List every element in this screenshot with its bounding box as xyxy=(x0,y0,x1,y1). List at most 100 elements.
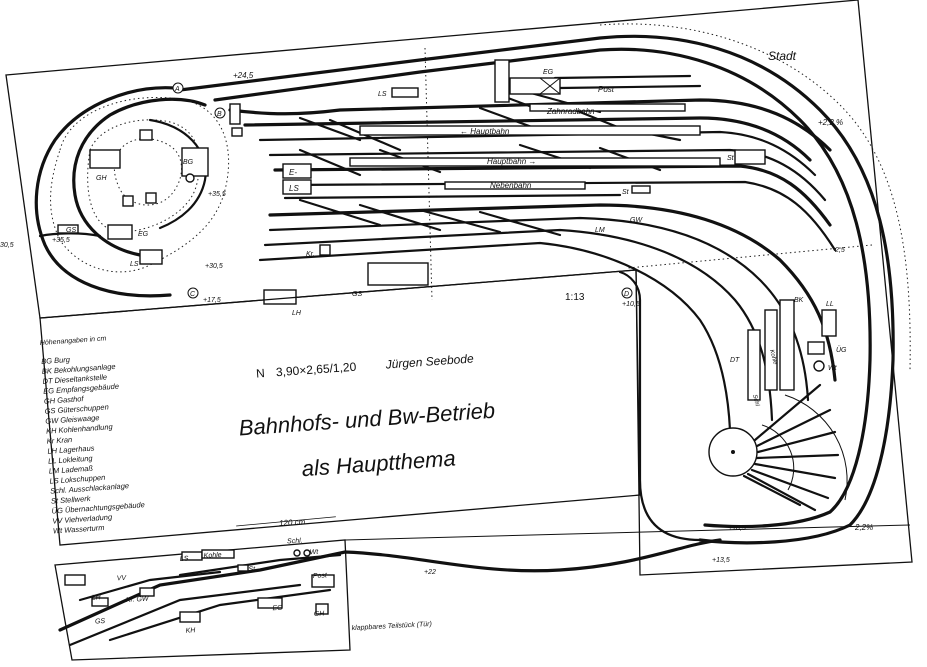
inset-folding-part: klappbares Teilstück (Tür) xyxy=(352,621,433,632)
inset-ls: LS xyxy=(180,556,189,563)
inset-kohle: Kohle xyxy=(204,552,222,560)
bld-bg: BG xyxy=(183,159,194,166)
bld-ls-top: LS xyxy=(378,91,387,98)
legend-item: DT Dieseltankstelle xyxy=(42,372,107,385)
legend-heading: Höhenangaben in cm xyxy=(40,335,107,347)
legend-item: St Stellwerk xyxy=(51,494,92,506)
bld-gs: GS xyxy=(352,291,362,298)
legend-item: LM Lademaß xyxy=(49,464,94,476)
legend-item: GH Gasthof xyxy=(44,394,85,406)
label-hauptbahn-east: Hauptbahn → xyxy=(487,157,536,166)
inset-eg: EG xyxy=(272,605,283,613)
bld-bk: BK xyxy=(794,297,804,304)
bld-lh: LH xyxy=(292,310,302,317)
legend-item: Kr Kran xyxy=(46,435,72,446)
svg-text:C: C xyxy=(190,291,196,298)
height-h6: +17,5 xyxy=(203,297,221,304)
bld-ls-hill: LS xyxy=(130,261,139,268)
turntable-depot xyxy=(708,299,848,512)
bld-eg-hill: EG xyxy=(138,231,149,238)
height-h1: +24,5 xyxy=(233,71,254,80)
height-h3: +35,5 xyxy=(52,237,70,244)
bld-ll: LL xyxy=(826,301,834,308)
legend-item: Wt Wasserturm xyxy=(53,523,105,536)
title-line2: als Hauptthema xyxy=(301,446,456,482)
label-hauptbahn-west: ← Hauptbahn xyxy=(460,127,510,136)
bld-gw: GW xyxy=(630,217,643,224)
label-post: Post xyxy=(598,85,615,94)
hill-area xyxy=(34,86,230,298)
label-stadt: Stadt xyxy=(768,49,797,63)
bld-gh: GH xyxy=(96,175,107,182)
legend-item: LS Lokschuppen xyxy=(49,473,105,486)
bld-ls-box: LS xyxy=(289,184,299,193)
spec-line: N 3,90×2,65/1,20 Jürgen Seebode xyxy=(256,351,475,380)
inset-post: Post xyxy=(313,572,328,580)
bld-wt: Wt xyxy=(828,365,838,372)
scale-label: 1:13 xyxy=(565,292,585,303)
title-line1: Bahnhofs- und Bw-Betrieb xyxy=(238,398,496,441)
inset-dimension: 120 cm xyxy=(279,517,306,527)
inset-kh: KH xyxy=(185,627,196,635)
label-zahnradbahn: Zahnradbahn xyxy=(546,107,595,116)
layout-title: Bahnhofs- und Bw-Betrieb als Hauptthema xyxy=(238,398,496,482)
bld-e-box: E- xyxy=(289,168,297,177)
inset-vv: VV xyxy=(117,575,128,583)
height-h9: +13,5 xyxy=(712,557,730,564)
marker-a: A xyxy=(172,82,184,94)
gradient-g3: 2,5 xyxy=(834,247,845,254)
legend: Höhenangaben in cm BG Burg BK Bekohlungs… xyxy=(40,335,145,536)
marker-d: D xyxy=(621,287,633,299)
station-buildings xyxy=(57,59,766,305)
inset-kr-gw: Kr. GW xyxy=(126,596,150,604)
inset-gs: GS xyxy=(95,618,106,626)
height-h5: +30,5 xyxy=(205,263,223,270)
bld-dt: DT xyxy=(730,357,740,364)
height-h7: +10,5 xyxy=(622,301,640,308)
marker-c: C xyxy=(187,287,199,299)
spec-gauge: N xyxy=(256,366,266,381)
outer-loop-tracks xyxy=(178,23,911,545)
platforms xyxy=(349,103,721,190)
inset-dimension-line xyxy=(236,516,336,527)
bld-kohle: Kohle xyxy=(768,349,778,366)
bld-lm: LM xyxy=(595,227,605,234)
spec-dimensions: 3,90×2,65/1,20 xyxy=(275,360,357,380)
bld-gs-hill: GS xyxy=(66,227,76,234)
height-h4: 30,5 xyxy=(0,242,14,249)
legend-item: GW Gleiswaage xyxy=(45,413,100,426)
legend-panel xyxy=(39,269,641,546)
inset-labels: 120 cm VV LH Kr. GW GS KH LS Kohle Schl.… xyxy=(92,516,433,635)
height-h10: +22 xyxy=(424,569,436,576)
svg-text:B: B xyxy=(217,111,222,118)
height-h8: +18,5 xyxy=(728,525,746,532)
inset-lh: LH xyxy=(92,594,102,602)
gradient-g2: 2,2% xyxy=(854,523,873,532)
inset-gh: GH xyxy=(314,610,326,618)
inset-wt: Wt xyxy=(309,549,319,556)
legend-item: GS Güterschuppen xyxy=(44,402,109,415)
bld-schl: Schl xyxy=(751,394,760,407)
bld-kr: Kr. xyxy=(306,251,315,258)
inset-schl: Schl. xyxy=(287,538,303,546)
marker-b: B xyxy=(214,107,226,119)
gradient-g1: +2,2 % xyxy=(818,118,843,127)
bld-st1: St xyxy=(727,155,735,162)
bld-ug: ÜG xyxy=(836,346,847,354)
legend-item: LL Lokleitung xyxy=(48,454,94,466)
height-h2: +35,5 xyxy=(208,191,226,198)
label-nebenbahn: Nebenbahn xyxy=(490,181,532,190)
inset-st: St xyxy=(248,566,256,573)
folding-section-inset xyxy=(54,524,911,661)
svg-text:D: D xyxy=(624,291,629,298)
legend-item: VV Viehverladung xyxy=(52,512,113,525)
legend-item: BG Burg xyxy=(41,355,71,366)
svg-text:A: A xyxy=(174,86,180,93)
spec-author: Jürgen Seebode xyxy=(384,351,474,371)
legend-item: LH Lagerhaus xyxy=(47,443,95,455)
station-yard-tracks xyxy=(228,74,837,432)
bld-st2: St xyxy=(622,189,630,196)
bld-eg-top: EG xyxy=(543,69,554,76)
